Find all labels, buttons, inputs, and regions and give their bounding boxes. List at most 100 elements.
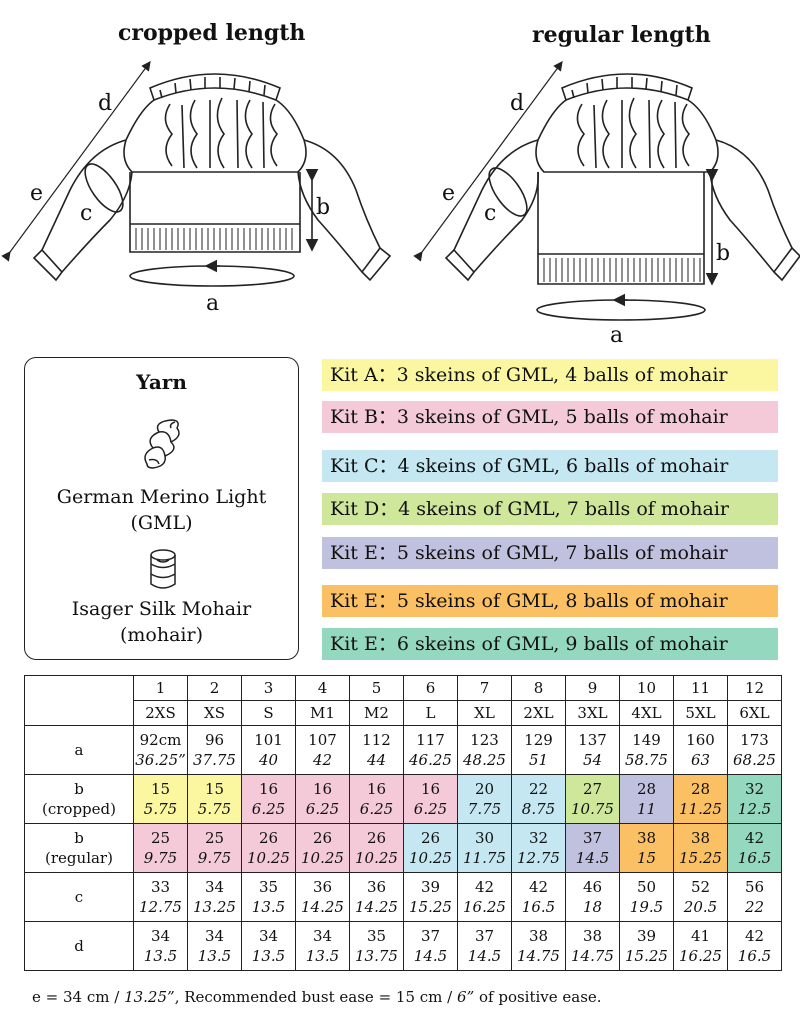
cm-value: 35	[258, 878, 279, 896]
cm-value: 16	[366, 780, 387, 798]
inch-value: 13.5	[143, 947, 178, 965]
measurement-label: a	[24, 725, 134, 775]
inch-value: 58.75	[625, 751, 668, 769]
cm-value: 37	[474, 927, 495, 945]
inch-value: 11	[636, 800, 657, 818]
yarn-mohair-name: Isager Silk Mohair	[71, 598, 252, 620]
cm-value: 15	[204, 780, 225, 798]
inch-value: 13.5	[305, 947, 340, 965]
inch-value: 15.25	[409, 898, 452, 916]
cm-value: 28	[690, 780, 711, 798]
size-name-cell: 3XL	[565, 700, 620, 726]
label-d-cropped: d	[98, 91, 112, 116]
inch-value: 48.25	[463, 751, 506, 769]
size-name-cell: 6XL	[727, 700, 782, 726]
inch-value: 16.5	[737, 849, 772, 867]
measurement-cell: 123 48.25	[457, 725, 512, 775]
inch-value: 20.5	[683, 898, 718, 916]
inch-value: 14.75	[517, 947, 560, 965]
yarn-gml-name: German Merino Light	[56, 486, 267, 508]
inch-value: 36.25”	[135, 751, 186, 769]
cm-value: 35	[366, 927, 387, 945]
cm-value: 15	[150, 780, 171, 798]
cm-value: 101	[254, 731, 283, 749]
inch-value: 13.5	[197, 947, 232, 965]
measurement-label-line: a	[74, 741, 84, 759]
size-name-cell: XL	[457, 700, 512, 726]
inch-value: 11.75	[463, 849, 506, 867]
size-name-cell: M1	[295, 700, 350, 726]
header-corner	[24, 675, 134, 726]
label-c-cropped: c	[80, 201, 92, 226]
size-number-cell: 6	[403, 675, 458, 701]
measurement-label: c	[24, 872, 134, 922]
yarn-gml-abbr: (GML)	[130, 512, 193, 534]
cm-value: 41	[690, 927, 711, 945]
cm-value: 173	[740, 731, 769, 749]
inch-value: 6.25	[359, 800, 394, 818]
inch-value: 6.25	[251, 800, 286, 818]
size-name-cell: XS	[187, 700, 242, 726]
label-e-regular: e	[442, 181, 455, 206]
inch-value: 42	[312, 751, 333, 769]
inch-value: 10.25	[247, 849, 290, 867]
measurement-label-line: b	[74, 829, 84, 847]
size-number-cell: 1	[133, 675, 188, 701]
size-number-cell: 10	[619, 675, 674, 701]
inch-value: 11.25	[679, 800, 722, 818]
label-b-regular: b	[716, 241, 730, 266]
cm-value: 123	[470, 731, 499, 749]
cm-value: 26	[258, 829, 279, 847]
skein-icon	[144, 419, 180, 469]
cm-value: 37	[582, 829, 603, 847]
cm-value: 34	[204, 927, 225, 945]
inch-value: 12.75	[139, 898, 182, 916]
regular-length-title: regular length	[532, 22, 711, 48]
inch-value: 54	[582, 751, 603, 769]
cm-value: 36	[366, 878, 387, 896]
cm-value: 96	[204, 731, 225, 749]
cm-value: 26	[420, 829, 441, 847]
cm-value: 52	[690, 878, 711, 896]
cm-value: 16	[420, 780, 441, 798]
measurement-cell: 92cm 36.25”	[133, 725, 188, 775]
label-b-cropped: b	[316, 195, 330, 220]
measurement-cell: 34 13.5	[187, 921, 242, 971]
inch-value: 46.25	[409, 751, 452, 769]
inch-value: 14.25	[355, 898, 398, 916]
measurement-label-line: (cropped)	[42, 800, 116, 818]
size-name-cell: M2	[349, 700, 404, 726]
cm-value: 30	[474, 829, 495, 847]
footer-part1: e = 34 cm /	[32, 988, 125, 1006]
sweater-diagrams: d e c b a d e c b a	[1, 61, 800, 345]
size-name-cell: 2XS	[133, 700, 188, 726]
size-name-cell: 4XL	[619, 700, 674, 726]
measurement-label-line: d	[74, 937, 84, 955]
inch-value: 16.5	[737, 947, 772, 965]
kit-e1: Kit E：5 skeins of GML, 7 balls of mohair	[322, 537, 778, 569]
cm-value: 26	[366, 829, 387, 847]
cm-value: 92cm	[139, 731, 182, 749]
cm-value: 38	[636, 829, 657, 847]
yarn-mohair-abbr: (mohair)	[119, 624, 203, 646]
footer-note: e = 34 cm / 13.25”, Recommended bust eas…	[32, 988, 602, 1006]
cm-value: 38	[528, 927, 549, 945]
cm-value: 56	[744, 878, 765, 896]
cm-value: 22	[528, 780, 549, 798]
cm-value: 34	[204, 878, 225, 896]
measurement-label: b(cropped)	[24, 774, 134, 824]
